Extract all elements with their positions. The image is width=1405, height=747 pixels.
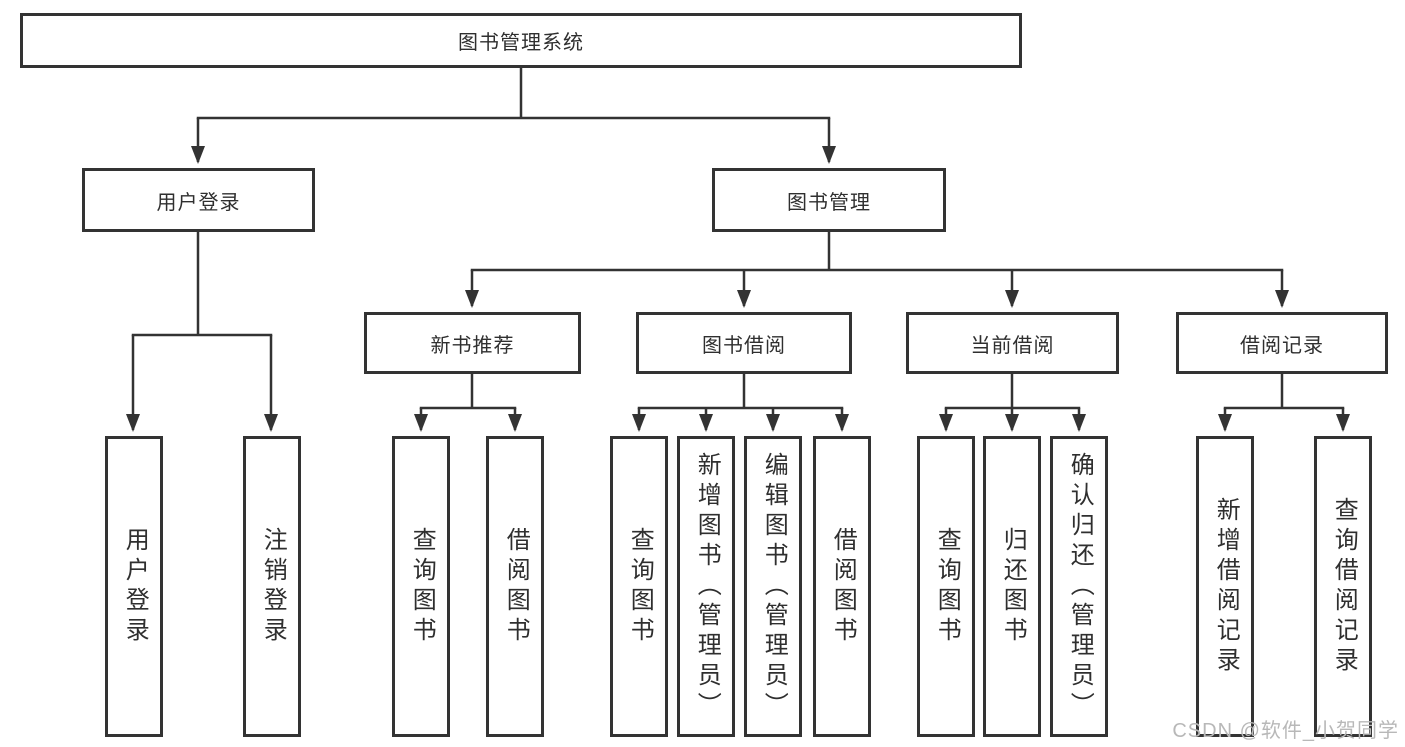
node-book-borrow: 图书借阅 (636, 312, 852, 374)
leaf-recommend-borrow-books: 借阅图书 (486, 436, 544, 737)
leaf-borrow-add-books-admin: 新增图书（管理员） (677, 436, 735, 737)
leaf-records-query-record: 查询借阅记录 (1314, 436, 1372, 737)
leaf-logout: 注销登录 (243, 436, 301, 737)
leaf-user-login: 用户登录 (105, 436, 163, 737)
leaf-borrow-query-books: 查询图书 (610, 436, 668, 737)
leaf-borrow-edit-books-admin: 编辑图书（管理员） (744, 436, 802, 737)
node-user-login: 用户登录 (82, 168, 315, 232)
leaf-current-query-books: 查询图书 (917, 436, 975, 737)
leaf-current-confirm-return-admin: 确认归还（管理员） (1050, 436, 1108, 737)
node-borrow-records: 借阅记录 (1176, 312, 1388, 374)
node-new-book-recommend: 新书推荐 (364, 312, 581, 374)
csdn-watermark: CSDN @软件_小贺同学 (1172, 720, 1399, 742)
node-book-management: 图书管理 (712, 168, 946, 232)
leaf-recommend-query-books: 查询图书 (392, 436, 450, 737)
leaf-records-add-record: 新增借阅记录 (1196, 436, 1254, 737)
node-current-borrow: 当前借阅 (906, 312, 1119, 374)
node-root-system: 图书管理系统 (20, 13, 1022, 68)
leaf-borrow-borrow-books: 借阅图书 (813, 436, 871, 737)
leaf-current-return-books: 归还图书 (983, 436, 1041, 737)
